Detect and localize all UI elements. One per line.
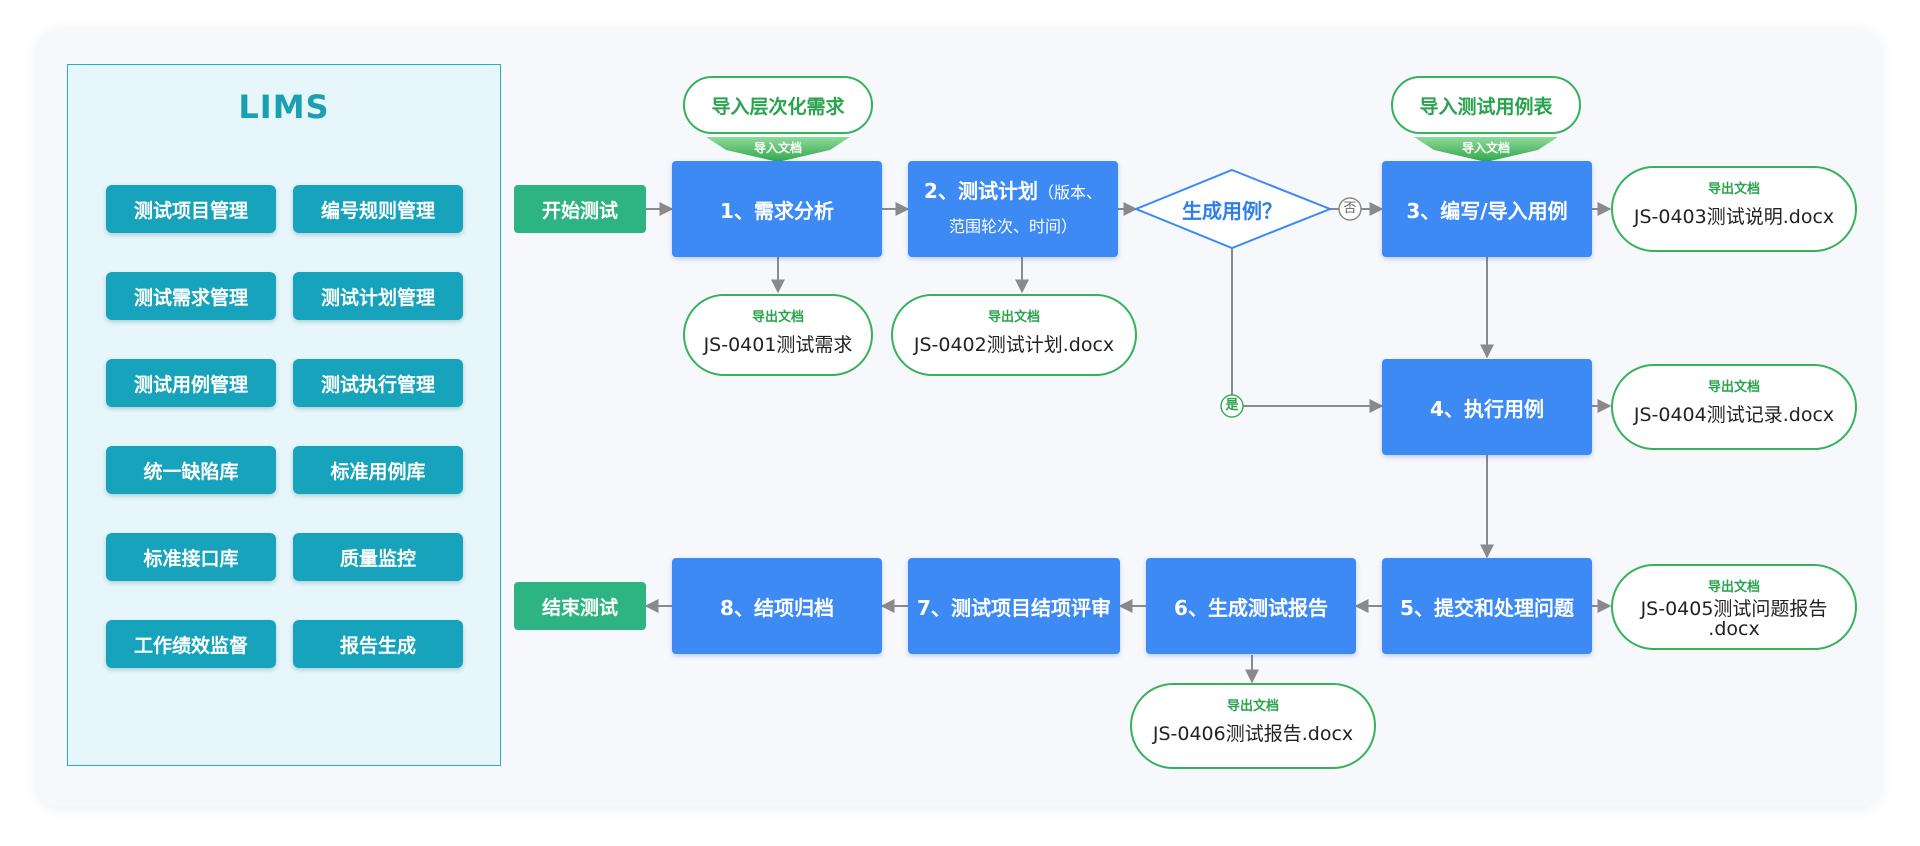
export-doc-0401: 导出文档 JS-0401测试需求	[683, 294, 873, 376]
import-arrow-label-requirements: 导入文档	[753, 141, 802, 155]
module-standard-interface-library[interactable]: 标准接口库	[106, 533, 276, 581]
no-label: 否	[1343, 201, 1357, 216]
import-requirements-pill: 导入层次化需求	[683, 76, 873, 134]
export-caption: 导出文档	[1707, 182, 1760, 197]
module-test-execution-management[interactable]: 测试执行管理	[293, 359, 463, 407]
step4-execute-cases: 4、执行用例	[1382, 359, 1592, 455]
step8-closure-archive: 8、结项归档	[672, 558, 882, 654]
export-doc-0405: 导出文档 JS-0405测试问题报告 .docx	[1611, 564, 1857, 650]
module-unified-defect-library[interactable]: 统一缺陷库	[106, 446, 276, 494]
export-filename-0404: JS-0404测试记录.docx	[1633, 404, 1835, 426]
export-caption: 导出文档	[1707, 380, 1760, 395]
step2-subtitle-line2: 范围轮次、时间）	[948, 217, 1077, 236]
export-filename-0403: JS-0403测试说明.docx	[1633, 206, 1835, 228]
import-arrow-test-cases	[1414, 137, 1558, 162]
step2-test-plan: 2、测试计划（版本、 范围轮次、时间）	[908, 161, 1118, 257]
export-caption: 导出文档	[1226, 699, 1279, 714]
decision-label: 生成用例？	[1182, 199, 1282, 223]
start-test-terminal: 开始测试	[514, 185, 646, 233]
yes-label: 是	[1225, 398, 1239, 413]
export-caption: 导出文档	[751, 310, 804, 325]
step2-subtitle-line1: （版本、	[1037, 183, 1102, 202]
export-filename-0401: JS-0401测试需求	[703, 334, 853, 356]
export-filename-0406: JS-0406测试报告.docx	[1152, 723, 1354, 745]
arrow-decision-yes-to-step4	[1231, 248, 1384, 413]
export-caption: 导出文档	[1707, 580, 1760, 595]
no-marker-circle	[1338, 197, 1362, 221]
module-standard-case-library[interactable]: 标准用例库	[293, 446, 463, 494]
module-test-plan-management[interactable]: 测试计划管理	[293, 272, 463, 320]
module-numbering-rules-management[interactable]: 编号规则管理	[293, 185, 463, 233]
export-doc-0404: 导出文档 JS-0404测试记录.docx	[1611, 364, 1857, 450]
step3-write-import-cases: 3、编写/导入用例	[1382, 161, 1592, 257]
export-doc-0406: 导出文档 JS-0406测试报告.docx	[1130, 683, 1376, 769]
lims-title: LIMS	[238, 88, 330, 126]
module-quality-monitoring[interactable]: 质量监控	[293, 533, 463, 581]
module-test-project-management[interactable]: 测试项目管理	[106, 185, 276, 233]
export-doc-0403: 导出文档 JS-0403测试说明.docx	[1611, 166, 1857, 252]
step5-submit-handle-issues: 5、提交和处理问题	[1382, 558, 1592, 654]
step2-title: 2、测试计划	[924, 179, 1038, 203]
import-arrow-requirements	[706, 137, 850, 162]
export-filename-0402: JS-0402测试计划.docx	[913, 334, 1115, 356]
export-doc-0402: 导出文档 JS-0402测试计划.docx	[891, 294, 1137, 376]
export-filename-0405-line1: JS-0405测试问题报告	[1640, 598, 1828, 620]
step7-project-closure-review: 7、测试项目结项评审	[908, 558, 1120, 654]
module-work-performance-supervision[interactable]: 工作绩效监督	[106, 620, 276, 668]
step6-generate-test-report: 6、生成测试报告	[1146, 558, 1356, 654]
decision-diamond	[1133, 168, 1333, 250]
module-test-case-management[interactable]: 测试用例管理	[106, 359, 276, 407]
end-test-terminal: 结束测试	[514, 582, 646, 630]
module-report-generation[interactable]: 报告生成	[293, 620, 463, 668]
export-caption: 导出文档	[987, 310, 1040, 325]
export-filename-0405-line2: .docx	[1708, 618, 1760, 640]
import-test-cases-pill: 导入测试用例表	[1391, 76, 1581, 134]
step1-requirement-analysis: 1、需求分析	[672, 161, 882, 257]
import-arrow-label-test-cases: 导入文档	[1461, 141, 1510, 155]
module-test-requirement-management[interactable]: 测试需求管理	[106, 272, 276, 320]
yes-marker-circle	[1220, 394, 1244, 418]
